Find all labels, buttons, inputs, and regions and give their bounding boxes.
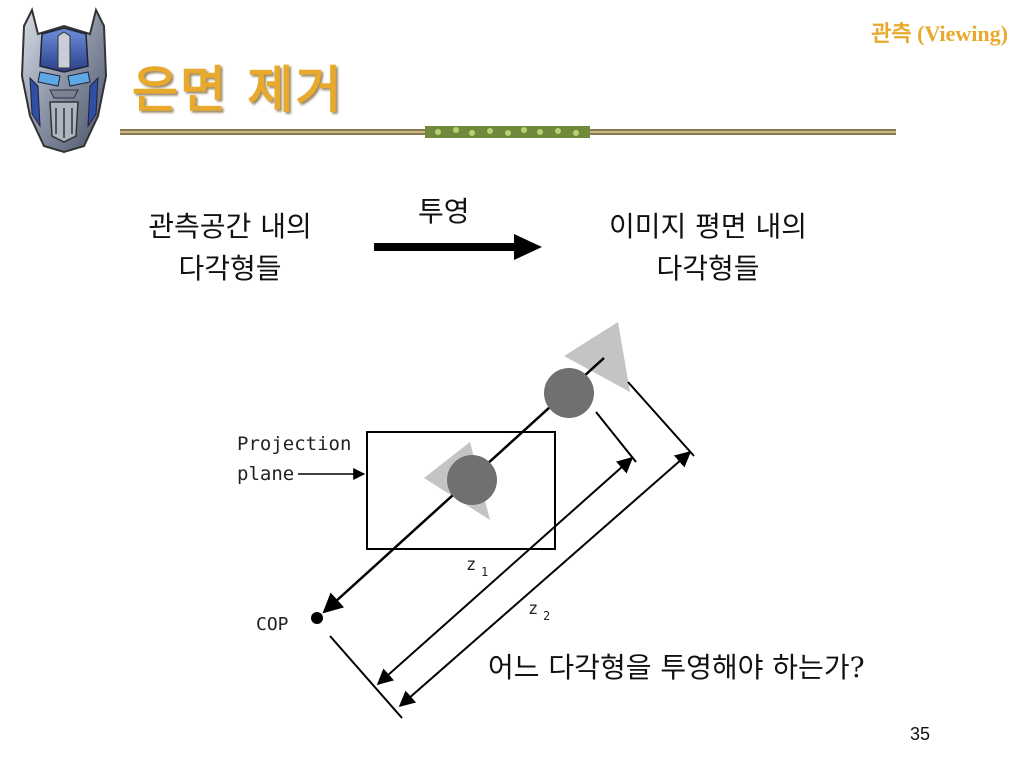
z2-label: z [528,599,538,619]
question-text: 어느 다각형을 투영해야 하는가? [488,651,865,684]
target-line-2: 다각형들 [656,252,760,285]
source-polygons-text: 관측공간 내의 다각형들 [110,206,350,290]
projected-circle [447,455,497,505]
z1-label: z [466,555,476,575]
projection-arrow-label: 투영 [418,195,470,228]
image-plane-polygons-text: 이미지 평면 내의 다각형들 [568,206,848,290]
projection-plane-label-1: Projection [237,433,351,455]
right-arrow-icon [374,234,542,260]
source-line-1: 관측공간 내의 [148,210,312,243]
page-number: 35 [910,724,931,744]
z2-dimension-line [398,450,692,708]
robot-head-logo-icon [20,7,108,154]
cop-label: COP [256,614,289,635]
extension-line-z2 [627,381,695,457]
far-triangle [564,322,630,392]
target-line-1: 이미지 평면 내의 [608,210,808,243]
z1-subscript: 1 [481,565,488,579]
z2-subscript: 2 [543,609,550,623]
cop-point [311,612,323,624]
extension-line-cop [329,635,403,719]
extension-line-z1 [595,411,637,463]
section-label: 관측 (Viewing) [871,21,1008,46]
far-circle [544,368,594,418]
projection-plane-label-2: plane [237,463,294,485]
source-line-2: 다각형들 [178,252,282,285]
page-title: 은면 제거 [132,60,344,119]
decorative-divider [120,126,896,138]
